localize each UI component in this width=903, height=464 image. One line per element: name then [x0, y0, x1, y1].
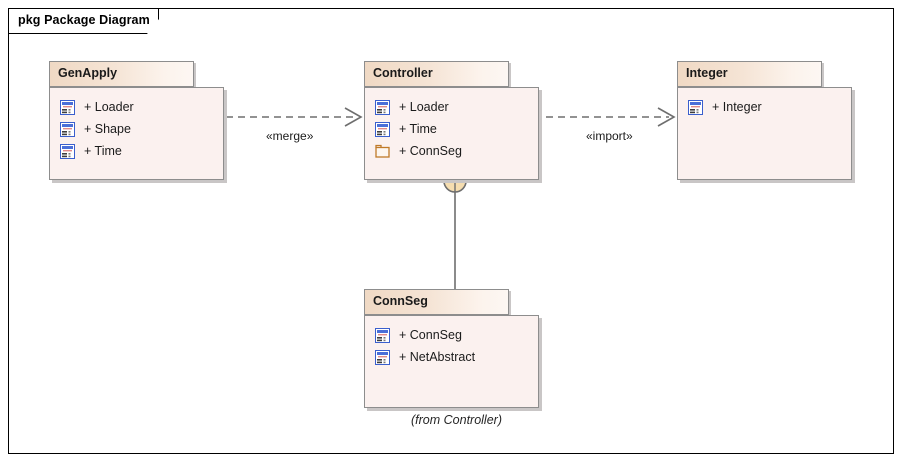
- package-integer-title: Integer: [686, 66, 728, 80]
- package-item[interactable]: + Time: [375, 118, 437, 140]
- model-icon: [375, 349, 390, 365]
- package-item[interactable]: + ConnSeg: [375, 324, 462, 346]
- package-item[interactable]: + Integer: [688, 96, 762, 118]
- package-item[interactable]: + Time: [60, 140, 122, 162]
- connector-merge: [226, 107, 363, 127]
- model-icon: [60, 143, 75, 159]
- model-icon: [60, 121, 75, 137]
- package-item-label: + Loader: [84, 100, 134, 114]
- package-item-label: + ConnSeg: [399, 144, 462, 158]
- connector-containment: [443, 169, 467, 289]
- package-item-label: + ConnSeg: [399, 328, 462, 342]
- package-controller-header: Controller: [364, 61, 509, 87]
- frame-title-label: pkg Package Diagram: [18, 13, 150, 27]
- package-item[interactable]: + NetAbstract: [375, 346, 475, 368]
- frame-title-tab: pkg Package Diagram: [9, 9, 159, 34]
- package-item[interactable]: + Loader: [60, 96, 134, 118]
- package-item[interactable]: + Loader: [375, 96, 449, 118]
- package-integer-header: Integer: [677, 61, 822, 87]
- model-icon: [375, 327, 390, 343]
- package-integer-body: + Integer: [677, 87, 852, 180]
- package-connseg-title: ConnSeg: [373, 294, 428, 308]
- model-icon: [688, 99, 703, 115]
- package-controller-body: + Loader + Time: [364, 87, 539, 180]
- package-item-label: + Integer: [712, 100, 762, 114]
- package-item-label: + NetAbstract: [399, 350, 476, 364]
- model-icon: [60, 99, 75, 115]
- model-icon: [375, 99, 390, 115]
- package-item[interactable]: + Shape: [60, 118, 131, 140]
- diagram-frame: pkg Package Diagram «merge» «import» Gen…: [8, 8, 894, 454]
- package-connseg-body: + ConnSeg + NetAbstract: [364, 315, 539, 408]
- package-connseg-caption: (from Controller): [411, 413, 502, 427]
- package-item-label: + Time: [84, 144, 122, 158]
- package-folder-icon: [375, 144, 390, 159]
- package-controller-title: Controller: [373, 66, 433, 80]
- model-icon: [375, 121, 390, 137]
- package-item-label: + Loader: [399, 100, 449, 114]
- package-item-label: + Shape: [84, 122, 131, 136]
- connector-label-merge: «merge»: [266, 129, 314, 143]
- package-item-label: + Time: [399, 122, 437, 136]
- package-genapply-body: + Loader + Shape: [49, 87, 224, 180]
- package-genapply-title: GenApply: [58, 66, 118, 80]
- package-connseg-header: ConnSeg: [364, 289, 509, 315]
- connector-import: [546, 107, 676, 127]
- package-genapply-header: GenApply: [49, 61, 194, 87]
- connector-label-import: «import»: [586, 129, 633, 143]
- package-item[interactable]: + ConnSeg: [375, 140, 462, 162]
